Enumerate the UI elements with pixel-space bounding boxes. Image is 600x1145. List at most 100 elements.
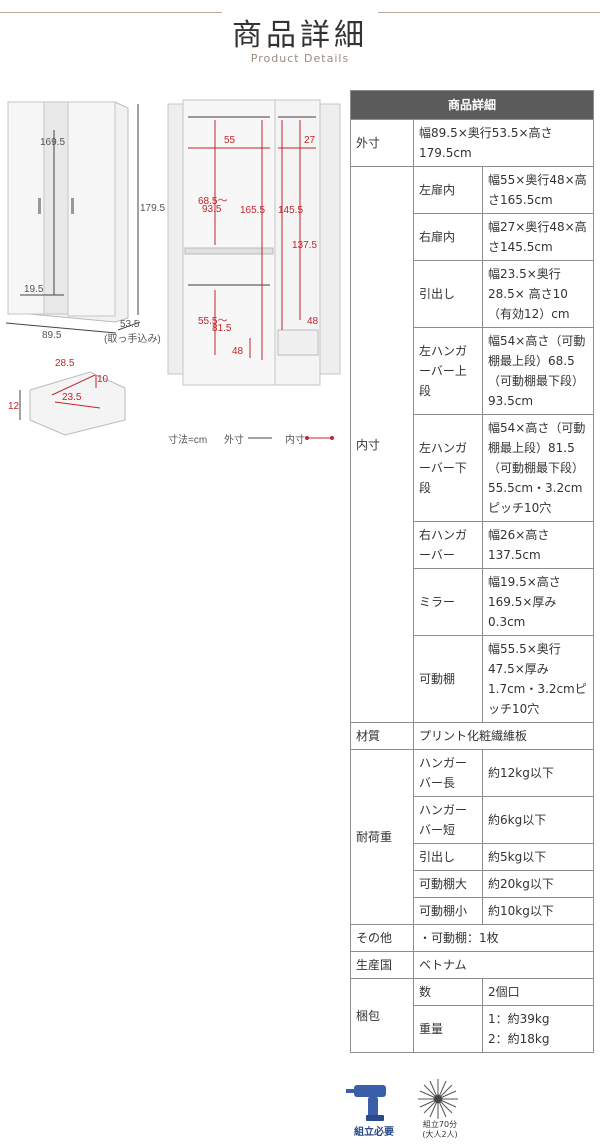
table-row: 生産国 ベトナム <box>350 951 594 979</box>
page-title: 商品詳細 <box>232 18 368 53</box>
depth-dim-right: 48 <box>307 316 319 327</box>
load-row-label: 引出し <box>413 843 483 871</box>
inner-row-label: 左扉内 <box>413 166 483 214</box>
mirror-height-dim: 169.5 <box>40 137 66 148</box>
packing-weight-label: 重量 <box>413 1005 483 1053</box>
table-row: 引出し 約5kg以下 <box>351 843 594 871</box>
assembly-time-label: 組立70分 (大人2人) <box>420 1120 460 1140</box>
outer-legend: 外寸 <box>224 435 244 446</box>
packing-weight-value: 1：約39kg 2：約18kg <box>482 1005 594 1053</box>
header-rule-right <box>378 12 600 13</box>
assembly-badges: 組立必要 組立70分 (大人2人) <box>340 1075 470 1140</box>
table-row: 可動棚大 約20kg以下 <box>351 870 594 898</box>
lower-bar-min-dim: 55.5〜 <box>198 316 228 327</box>
badge-icons <box>346 1079 458 1121</box>
load-row-label: ハンガーバー短 <box>413 796 483 844</box>
exterior-wardrobe-image <box>5 101 141 334</box>
table-row: 左ハンガーバー下段 幅54×高さ（可動棚最上段）81.5（可動棚最下段）55.5… <box>351 414 594 522</box>
packing-label: 梱包 <box>350 978 414 1053</box>
table-row: 重量 1：約39kg 2：約18kg <box>351 1005 594 1053</box>
inner-label: 内寸 <box>350 166 414 723</box>
material-label: 材質 <box>350 722 414 750</box>
packing-weight-value-2: 2：約18kg <box>488 1032 550 1046</box>
load-row-label: 可動棚小 <box>413 897 483 925</box>
table-row: 右扉内 幅27×奥行48×高さ145.5cm <box>351 213 594 261</box>
total-width-dim: 89.5 <box>42 330 62 341</box>
right-bar-dim: 137.5 <box>292 240 318 251</box>
inner-row-value: 幅23.5×奥行28.5× 高さ10（有効12）cm <box>482 260 594 328</box>
inner-row-value: 幅54×高さ（可動棚最上段）81.5（可動棚最下段）55.5cm・3.2cmピッ… <box>482 414 594 522</box>
depth-note: (取っ手込み) <box>104 334 161 345</box>
table-row: 可動棚小 約10kg以下 <box>351 897 594 925</box>
depth-dim-left: 48 <box>232 346 244 357</box>
unit-legend: 寸法=cm <box>168 435 208 446</box>
load-row-label: ハンガーバー長 <box>413 749 483 797</box>
other-label: その他 <box>350 924 414 952</box>
assembly-required-label: 組立必要 <box>354 1127 394 1138</box>
right-width-dim: 27 <box>304 135 316 146</box>
outer-value: 幅89.5×奥行53.5×高さ179.5cm <box>413 119 594 167</box>
interior-wardrobe-image <box>167 99 341 386</box>
inner-row-value: 幅55.5×奥行47.5×厚み1.7cm・3.2cmピッチ10穴 <box>482 635 594 723</box>
inner-row-label: 右扉内 <box>413 213 483 261</box>
header-rule-left <box>0 12 222 13</box>
upper-bar-min-dim: 68.5〜 <box>198 196 228 207</box>
table-row: 引出し 幅23.5×奥行28.5× 高さ10（有効12）cm <box>351 260 594 328</box>
table-row: ミラー 幅19.5×高さ169.5×厚み0.3cm <box>351 568 594 636</box>
page-header: 商品詳細 Product Details <box>0 0 600 80</box>
drawer-depth-dim: 28.5 <box>55 358 75 369</box>
inner-row-value: 幅55×奥行48×高さ165.5cm <box>482 166 594 214</box>
table-row: 材質 プリント化粧繊維板 <box>350 722 594 750</box>
table-row: 梱包 数 2個口 <box>350 978 594 1053</box>
load-row-value: 約10kg以下 <box>482 897 594 925</box>
inner-row-value: 幅19.5×高さ169.5×厚み0.3cm <box>482 568 594 636</box>
wardrobe-drawings <box>5 99 341 440</box>
load-row-value: 約20kg以下 <box>482 870 594 898</box>
drawer-height-dim: 10 <box>97 374 109 385</box>
load-label: 耐荷重 <box>350 749 414 925</box>
drill-icon <box>346 1085 386 1121</box>
inner-row-value: 幅26×高さ137.5cm <box>482 521 594 569</box>
inner-row-value: 幅54×高さ（可動棚最上段）68.5（可動棚最下段）93.5cm <box>482 327 594 415</box>
drawer-effective-dim: 12 <box>8 401 20 412</box>
table-row: ハンガーバー短 約6kg以下 <box>351 796 594 844</box>
packing-count-label: 数 <box>413 978 483 1006</box>
inner-row-value: 幅27×奥行48×高さ145.5cm <box>482 213 594 261</box>
drawer-width-dim: 23.5 <box>62 392 82 403</box>
inner-legend: 内寸 <box>285 435 305 446</box>
mirror-width-dim: 19.5 <box>24 284 44 295</box>
table-row: 可動棚 幅55.5×奥行47.5×厚み1.7cm・3.2cmピッチ10穴 <box>351 635 594 723</box>
left-width-dim: 55 <box>224 135 236 146</box>
total-depth-dim: 53.5 <box>120 319 140 330</box>
lower-bar-max-dim: 81.5 <box>212 323 232 334</box>
assembly-people: (大人2人) <box>422 1130 458 1139</box>
spec-table: 商品詳細 外寸 幅89.5×奥行53.5×高さ179.5cm 内寸 左扉内 幅5… <box>350 90 594 1053</box>
assembly-time: 組立70分 <box>422 1120 458 1129</box>
inner-row-label: 引出し <box>413 260 483 328</box>
inner-row-label: 可動棚 <box>413 635 483 723</box>
product-figure: 169.5 179.5 19.5 89.5 53.5 (取っ手込み) 55 27… <box>0 90 350 450</box>
spec-table-header: 商品詳細 <box>350 90 594 120</box>
page-subtitle: Product Details <box>250 52 350 65</box>
other-value: ・可動棚：1枚 <box>413 924 594 952</box>
inner-row-label: ミラー <box>413 568 483 636</box>
packing-weight-value-1: 1：約39kg <box>488 1012 550 1026</box>
drawer-image <box>19 371 126 436</box>
table-row: その他 ・可動棚：1枚 <box>350 924 594 952</box>
clock-burst-icon <box>418 1079 458 1119</box>
inner-row-label: 右ハンガーバー <box>413 521 483 569</box>
table-row: 耐荷重 ハンガーバー長 約12kg以下 <box>350 749 594 925</box>
table-row: 左ハンガーバー上段 幅54×高さ（可動棚最上段）68.5（可動棚最下段）93.5… <box>351 327 594 415</box>
inner-row-label: 左ハンガーバー下段 <box>413 414 483 522</box>
packing-count-value: 2個口 <box>482 978 594 1006</box>
origin-value: ベトナム <box>413 951 594 979</box>
load-row-value: 約5kg以下 <box>482 843 594 871</box>
table-row: 内寸 左扉内 幅55×奥行48×高さ165.5cm <box>350 166 594 723</box>
inner-row-label: 左ハンガーバー上段 <box>413 327 483 415</box>
table-row: 外寸 幅89.5×奥行53.5×高さ179.5cm <box>350 119 594 167</box>
upper-bar-max-dim: 93.5 <box>202 204 222 215</box>
material-value: プリント化粧繊維板 <box>413 722 594 750</box>
outer-label: 外寸 <box>350 119 414 167</box>
left-height-dim: 165.5 <box>240 205 266 216</box>
total-height-dim: 179.5 <box>140 203 166 214</box>
